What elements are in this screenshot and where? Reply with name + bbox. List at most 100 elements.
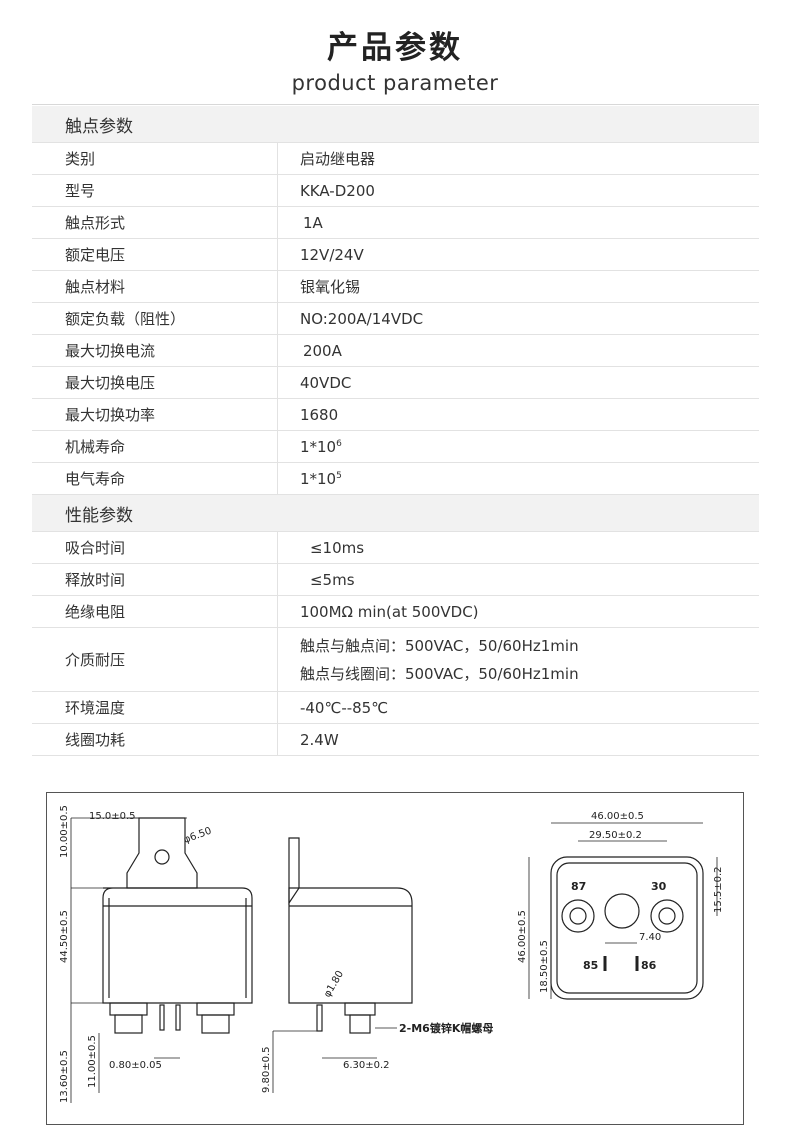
title-divider <box>32 104 759 105</box>
row-value-exponent: 6 <box>336 438 342 449</box>
section-title: 触点参数 <box>32 106 759 143</box>
side-stud <box>349 1014 371 1034</box>
side-nut <box>344 1002 376 1016</box>
dim-total-h: 13.60±0.5 <box>59 1050 70 1103</box>
row-value: 1*10 <box>299 437 337 456</box>
table-row: 介质耐压 触点与触点间：500VAC，50/60Hz1min 触点与线圈间：50… <box>32 627 759 692</box>
front-body <box>102 887 253 1004</box>
row-value-cell: 触点与触点间：500VAC，50/60Hz1min 触点与线圈间：500VAC，… <box>276 627 759 692</box>
dimension-lines <box>70 817 718 1103</box>
table-row: 额定负载（阻性）NO:200A/14VDC <box>32 302 759 335</box>
front-view <box>102 817 253 1034</box>
section-title: 性能参数 <box>32 494 759 532</box>
row-value-line: 触点与线圈间：500VAC，50/60Hz1min <box>299 664 579 683</box>
table-row: 环境温度-40℃--85℃ <box>32 691 759 724</box>
bottom-body-inner <box>556 862 698 994</box>
dim-side-w: 6.30±0.2 <box>343 1060 390 1071</box>
bottom-view <box>550 856 704 1000</box>
bottom-body <box>550 856 704 1000</box>
row-value-cell: 200A <box>276 334 759 367</box>
terminal-label: 85 <box>583 959 598 972</box>
row-value: KKA-D200 <box>276 174 759 207</box>
row-value: ≤5ms <box>309 570 355 589</box>
dimension-drawing: 87 30 85 86 15.0±0.5 φ6.50 10.00±0.5 44.… <box>46 792 744 1125</box>
row-label: 环境温度 <box>32 691 278 724</box>
dim-coil-pitch: 7.40 <box>639 932 661 943</box>
row-label: 线圈功耗 <box>32 723 278 756</box>
dim-pitch: 29.50±0.2 <box>589 830 642 841</box>
terminal-label: 30 <box>651 880 667 893</box>
row-value: 1*10 <box>299 469 337 488</box>
front-bracket <box>126 817 198 889</box>
dim-pin-w: 0.80±0.05 <box>109 1060 162 1071</box>
row-value: 40VDC <box>276 366 759 399</box>
dim-body-h: 44.50±0.5 <box>59 910 70 963</box>
right-stud <box>201 1014 230 1034</box>
page-subtitle: product parameter <box>291 71 499 95</box>
terminal-87 <box>561 899 595 933</box>
dim-side-pin: φ1.80 <box>322 969 346 1000</box>
row-label: 介质耐压 <box>32 627 278 692</box>
dim-stud-y: 15.5±0.2 <box>713 866 724 913</box>
center-boss <box>604 893 640 929</box>
terminal-30-core <box>658 907 676 925</box>
row-value: 银氧化锡 <box>276 270 759 303</box>
row-label: 吸合时间 <box>32 531 278 564</box>
row-value-cell: 1*106 <box>276 430 759 463</box>
terminal-87-core <box>569 907 587 925</box>
right-nut <box>196 1002 235 1016</box>
row-label: 释放时间 <box>32 563 278 596</box>
row-label: 绝缘电阻 <box>32 595 278 628</box>
row-value-cell: ≤5ms <box>276 563 759 596</box>
table-row: 最大切换电流 200A <box>32 334 759 367</box>
row-value-line: 触点与触点间：500VAC，50/60Hz1min <box>299 636 579 655</box>
row-value: ≤10ms <box>309 538 365 557</box>
row-value-cell: ≤10ms <box>276 531 759 564</box>
row-label: 类别 <box>32 142 278 175</box>
dim-side-h: 9.80±0.5 <box>261 1046 272 1093</box>
coil-pin <box>159 1004 165 1031</box>
row-label: 最大切换功率 <box>32 398 278 431</box>
row-value: -40℃--85℃ <box>276 691 759 724</box>
relay-drawing-svg: 87 30 85 86 15.0±0.5 φ6.50 10.00±0.5 44.… <box>59 805 724 1103</box>
row-label: 触点材料 <box>32 270 278 303</box>
page-title: 产品参数 <box>327 30 463 66</box>
side-view <box>288 837 413 1034</box>
table-row: 类别启动继电器 <box>32 142 759 175</box>
row-value-cell: 1*105 <box>276 462 759 495</box>
left-stud <box>114 1014 143 1034</box>
coil-pin <box>175 1004 181 1031</box>
left-nut <box>109 1002 148 1016</box>
dim-nut-note: 2-M6镀锌K帽螺母 <box>399 1021 493 1035</box>
side-pin <box>316 1004 323 1032</box>
row-label: 额定负载（阻性） <box>32 302 278 335</box>
row-value: 12V/24V <box>276 238 759 271</box>
row-value: 2.4W <box>276 723 759 756</box>
section-header-contact: 触点参数 <box>32 106 759 143</box>
terminal-label: 86 <box>641 959 657 972</box>
side-bracket <box>288 837 300 905</box>
row-label: 最大切换电压 <box>32 366 278 399</box>
row-value-cell: 1A <box>276 206 759 239</box>
row-value: 200A <box>302 341 342 360</box>
row-label: 电气寿命 <box>32 462 278 495</box>
dim-pin-y: 18.50±0.5 <box>539 940 550 993</box>
dim-width: 46.00±0.5 <box>591 811 644 822</box>
dim-hole: φ6.50 <box>182 826 213 846</box>
row-value: 启动继电器 <box>276 142 759 175</box>
row-value: 1680 <box>276 398 759 431</box>
table-row: 释放时间 ≤5ms <box>32 563 759 596</box>
row-label: 最大切换电流 <box>32 334 278 367</box>
table-row: 触点材料银氧化锡 <box>32 270 759 303</box>
row-label: 额定电压 <box>32 238 278 271</box>
row-label: 触点形式 <box>32 206 278 239</box>
row-value-exponent: 5 <box>336 470 342 481</box>
